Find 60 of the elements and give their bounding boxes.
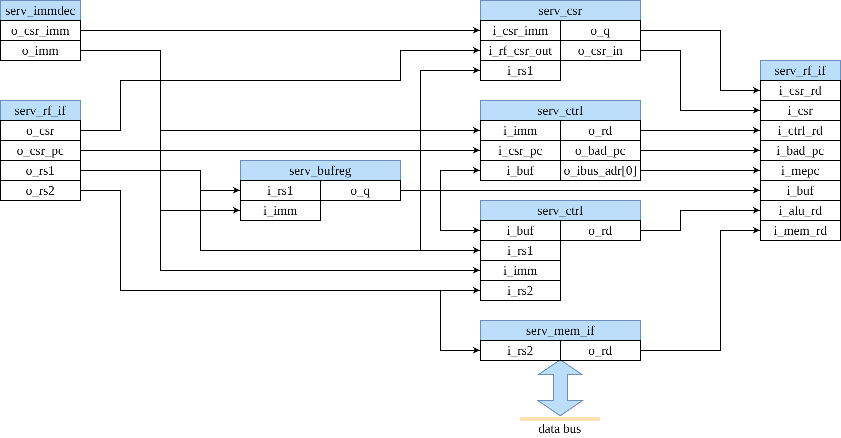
port-cell: i_imm: [480, 260, 561, 281]
port-cell: o_csr: [0, 120, 81, 141]
port-cell: o_rs2: [0, 180, 81, 201]
arrow: [640, 147, 760, 154]
bus-arrow: [536, 359, 584, 417]
module-title: serv_ctrl: [480, 200, 641, 221]
arrow: [640, 207, 760, 231]
port-cell: i_rs1: [240, 180, 321, 201]
port-cell: o_q: [560, 20, 641, 41]
module-block: [480, 320, 641, 361]
arrow: [640, 50, 760, 114]
module-block: [0, 100, 81, 201]
port-cell: o_q: [320, 180, 401, 201]
module-block: [480, 100, 641, 181]
arrow: [400, 190, 480, 234]
port-cell: o_rd: [560, 120, 641, 141]
arrow: [80, 27, 480, 34]
module-title: serv_immdec: [0, 0, 81, 21]
port-cell: i_csr: [760, 100, 841, 121]
port-cell: o_csr_in: [560, 40, 641, 61]
port-cell: o_ibus_adr[0]: [560, 160, 641, 181]
port-cell: i_csr_rd: [760, 80, 841, 101]
bus-line: data bus: [520, 417, 600, 437]
port-cell: i_bad_pc: [760, 140, 841, 161]
port-cell: i_alu_rd: [760, 200, 841, 221]
port-cell: o_imm: [0, 40, 81, 61]
port-cell: i_rs2: [480, 340, 561, 361]
module-title: serv_bufreg: [240, 160, 401, 181]
port-cell: i_buf: [480, 220, 561, 241]
port-cell: o_csr_imm: [0, 20, 81, 41]
arrow: [80, 147, 480, 154]
port-cell: o_csr_pc: [0, 140, 81, 161]
port-cell: i_rs1: [480, 240, 561, 261]
port-cell: i_mepc: [760, 160, 841, 181]
port-cell: o_rd: [560, 340, 641, 361]
module-title: serv_mem_if: [480, 320, 641, 341]
port-cell: i_imm: [480, 120, 561, 141]
port-cell: i_buf: [760, 180, 841, 201]
module-block: [760, 60, 841, 241]
arrow: [640, 227, 760, 351]
port-cell: i_rs2: [480, 280, 561, 301]
module-title: serv_rf_if: [760, 60, 841, 81]
arrow: [640, 127, 760, 134]
port-cell: i_rs1: [480, 60, 561, 81]
arrow: [640, 30, 760, 94]
module-block: [0, 0, 81, 61]
module-block: [480, 200, 641, 301]
module-title: serv_ctrl: [480, 100, 641, 121]
port-cell: o_rs1: [0, 160, 81, 181]
module-block: [480, 0, 641, 81]
port-cell: i_mem_rd: [760, 220, 841, 241]
module-title: serv_csr: [480, 0, 641, 21]
port-cell: i_imm: [240, 200, 321, 221]
module-title: serv_rf_if: [0, 100, 81, 121]
port-cell: o_rd: [560, 220, 641, 241]
module-block: [240, 160, 401, 221]
port-cell: i_csr_imm: [480, 20, 561, 41]
arrow: [640, 167, 760, 174]
port-cell: i_buf: [480, 160, 561, 181]
port-cell: i_ctrl_rd: [760, 120, 841, 141]
